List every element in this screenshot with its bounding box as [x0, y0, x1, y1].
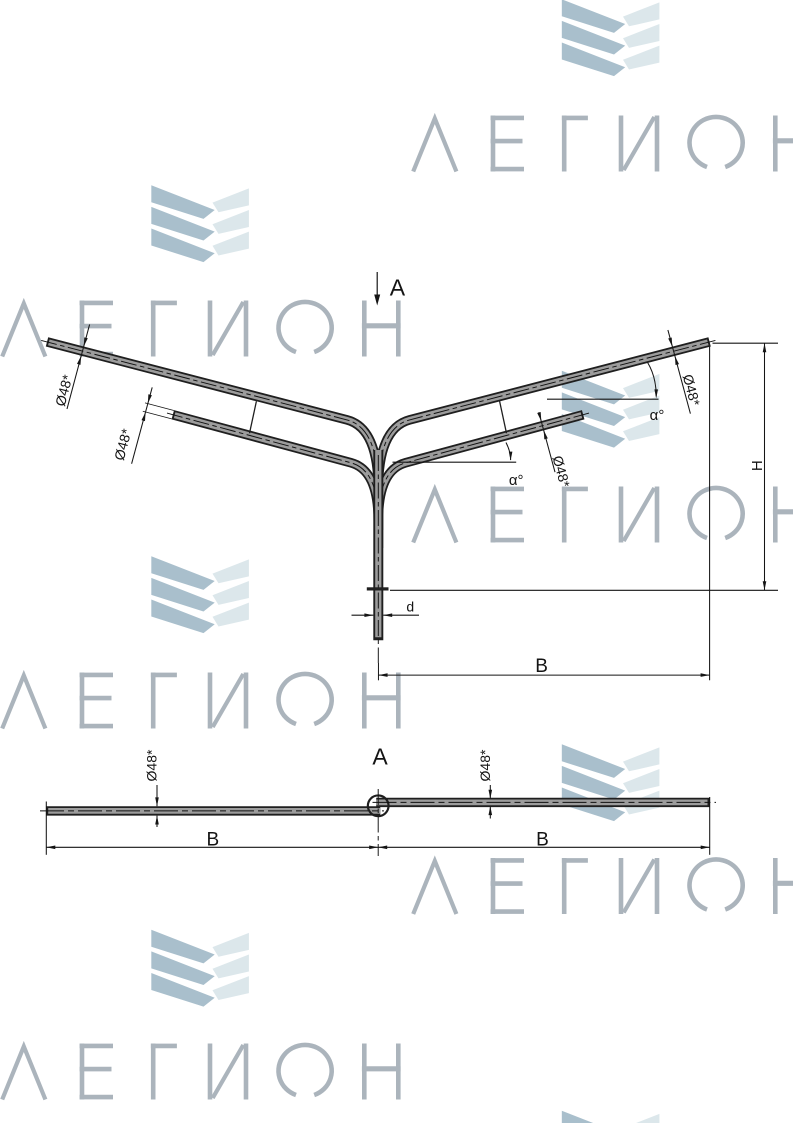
svg-text:A: A	[372, 744, 388, 770]
svg-text:Ø48*: Ø48*	[144, 749, 160, 781]
svg-text:B: B	[536, 830, 549, 851]
svg-text:α°: α°	[650, 407, 665, 424]
svg-text:Ø48*: Ø48*	[477, 749, 493, 781]
svg-text:d: d	[406, 599, 414, 615]
svg-text:B: B	[206, 830, 219, 851]
svg-text:H: H	[749, 460, 766, 471]
svg-text:α°: α°	[509, 472, 524, 489]
svg-text:A: A	[390, 275, 406, 301]
svg-text:B: B	[535, 656, 548, 677]
